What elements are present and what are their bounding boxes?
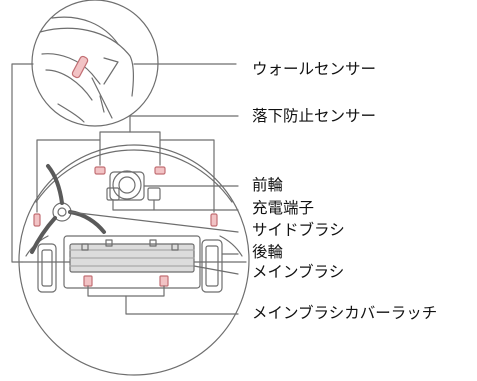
wall-sensor-bracket [11, 63, 34, 263]
cliff-sensor [210, 213, 218, 227]
side-brush [30, 164, 239, 254]
main-brush [63, 235, 239, 289]
wall-sensor-detail [31, 0, 159, 127]
cliff-sensor [94, 166, 106, 175]
label-main-brush-cover-latch: メインブラシカバーラッチ [252, 304, 438, 322]
robot-outer-circle [18, 144, 250, 376]
robot-body [18, 144, 250, 376]
charging-contacts [106, 187, 239, 211]
label-front-wheel: 前輪 [252, 176, 284, 194]
wall-sensor-window [71, 55, 89, 79]
label-wall-sensor: ウォールセンサー [252, 60, 377, 78]
label-charging-contacts: 充電端子 [252, 199, 315, 217]
main-brush-cover-latch [83, 275, 239, 315]
rear-wheels [37, 239, 239, 293]
cliff-sensors [33, 115, 239, 227]
label-cliff-sensor: 落下防止センサー [252, 107, 377, 125]
front-wheel [109, 170, 239, 201]
cliff-sensor [154, 166, 166, 175]
zoom-circle [31, 0, 159, 127]
label-side-brush: サイドブラシ [252, 221, 345, 239]
label-rear-wheel: 後輪 [252, 243, 284, 261]
label-main-brush: メインブラシ [252, 263, 345, 281]
robot-bumper-line [35, 149, 233, 203]
cliff-sensor [33, 213, 41, 227]
